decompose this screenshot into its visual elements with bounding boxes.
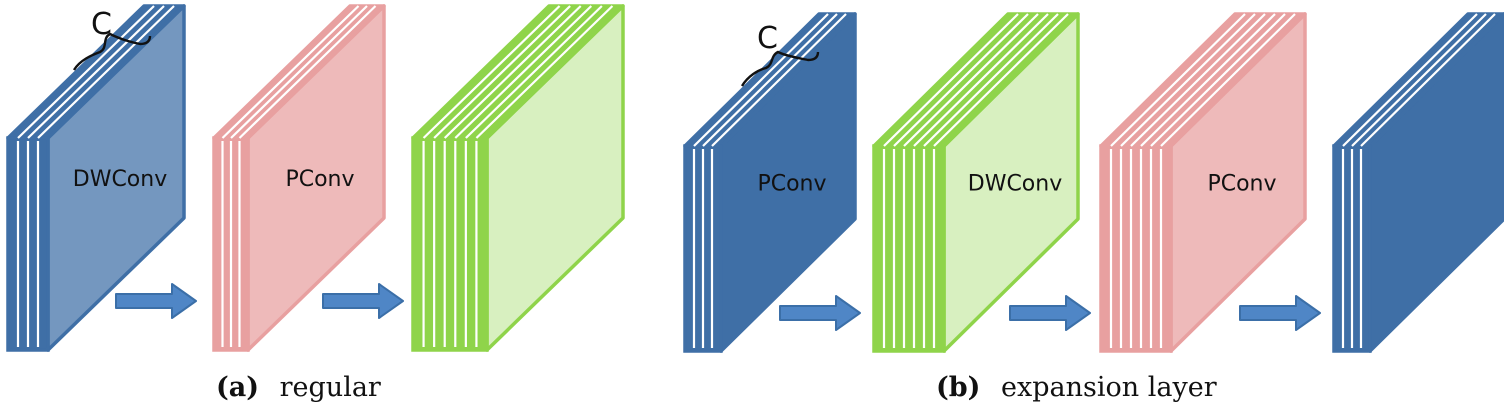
slice-line-top bbox=[883, 13, 1019, 147]
block-label: DWConv bbox=[73, 167, 167, 192]
slice-line-top bbox=[238, 5, 377, 139]
panel-b: PConv DWConv PConv C (b) expansion layer bbox=[683, 12, 1504, 403]
slice-line-top bbox=[1150, 13, 1286, 147]
slice-line-top bbox=[221, 5, 360, 139]
slice-line-top bbox=[1351, 13, 1487, 147]
arrow-shape bbox=[1009, 295, 1091, 331]
slice-line-top bbox=[1360, 13, 1496, 147]
panel-a: DWConv PConv C (a) regular bbox=[6, 4, 625, 403]
slice-line-top bbox=[433, 5, 571, 139]
caption-b-key: (b) bbox=[936, 372, 980, 403]
arrow-shape bbox=[1239, 295, 1321, 331]
slice-line-top bbox=[933, 13, 1069, 147]
c-label-a: C bbox=[91, 7, 112, 42]
block-b3-pconv: PConv bbox=[1099, 12, 1307, 353]
slice-line-top bbox=[913, 13, 1049, 147]
block-b2-dwconv: DWConv bbox=[872, 12, 1080, 353]
channel-brace-b bbox=[740, 50, 820, 87]
arrow-a2 bbox=[322, 283, 404, 319]
caption-a: (a) regular bbox=[216, 372, 381, 403]
c-label-b: C bbox=[757, 21, 778, 56]
slice-line-top bbox=[1130, 13, 1266, 147]
caption-a-text: regular bbox=[280, 372, 381, 403]
block-a1-dwconv: DWConv bbox=[6, 4, 186, 352]
slice-line-top bbox=[693, 13, 829, 147]
arrow-b3 bbox=[1239, 295, 1321, 331]
slice-line-top bbox=[903, 13, 1039, 147]
arrow-shape bbox=[322, 283, 404, 319]
slice-line-top bbox=[1120, 13, 1256, 147]
block-b1-pconv: PConv bbox=[683, 12, 857, 353]
slice-line-top bbox=[230, 5, 368, 139]
arrow-b1 bbox=[779, 295, 861, 331]
slice-line-top bbox=[37, 5, 175, 139]
slice-line-top bbox=[475, 5, 614, 139]
block-a2-pconv: PConv bbox=[212, 4, 386, 352]
block-label: PConv bbox=[1207, 172, 1276, 197]
slice-line-top bbox=[454, 5, 593, 139]
arrow-a1 bbox=[115, 283, 197, 319]
slice-line-top bbox=[1110, 13, 1246, 147]
block-b4-output bbox=[1332, 12, 1504, 353]
block-a3-output bbox=[411, 4, 625, 352]
block-front bbox=[872, 144, 946, 353]
slice-line-top bbox=[443, 5, 582, 139]
caption-a-key: (a) bbox=[216, 372, 259, 403]
caption-b: (b) expansion layer bbox=[936, 372, 1217, 403]
channel-brace-a bbox=[72, 32, 152, 71]
slice-line-top bbox=[17, 5, 155, 139]
block-label: DWConv bbox=[968, 172, 1062, 197]
slice-line-top bbox=[923, 13, 1059, 147]
arrow-shape bbox=[115, 283, 197, 319]
arrow-shape bbox=[779, 295, 861, 331]
slice-line-top bbox=[702, 13, 838, 147]
slice-line-top bbox=[1160, 13, 1296, 147]
slice-line-top bbox=[711, 13, 847, 147]
block-front bbox=[411, 136, 489, 352]
arrow-b2 bbox=[1009, 295, 1091, 331]
slice-line-top bbox=[1342, 13, 1478, 147]
slice-line-top bbox=[465, 5, 603, 139]
block-label: PConv bbox=[757, 172, 826, 197]
slice-line-top bbox=[1140, 13, 1276, 147]
block-front bbox=[1099, 144, 1173, 353]
block-label: PConv bbox=[285, 167, 354, 192]
slice-line-top bbox=[893, 13, 1029, 147]
slice-line-top bbox=[27, 5, 165, 139]
caption-b-text: expansion layer bbox=[1001, 372, 1217, 403]
slice-line-top bbox=[422, 5, 561, 139]
